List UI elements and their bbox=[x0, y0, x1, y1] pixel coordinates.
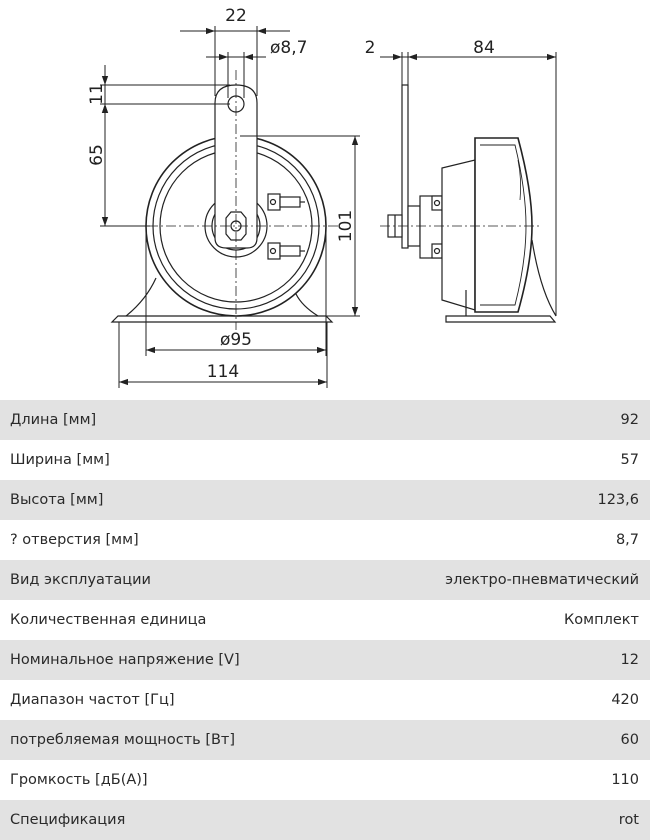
spec-value: rot bbox=[618, 812, 639, 828]
dim-22-label: 22 bbox=[225, 6, 247, 26]
spec-value: 420 bbox=[611, 692, 639, 708]
spec-value: 92 bbox=[620, 412, 639, 428]
spec-label: Ширина [мм] bbox=[10, 452, 110, 468]
front-view bbox=[110, 70, 340, 330]
spec-row-length: Длина [мм] 92 bbox=[0, 400, 650, 440]
side-dimensions bbox=[380, 52, 557, 316]
spec-label: потребляемая мощность [Вт] bbox=[10, 732, 236, 748]
spec-row-loudness: Громкость [дБ(A)] 110 bbox=[0, 760, 650, 800]
spec-row-hole: ? отверстия [мм] 8,7 bbox=[0, 520, 650, 560]
spec-row-height: Высота [мм] 123,6 bbox=[0, 480, 650, 520]
dim-84-label: 84 bbox=[473, 38, 495, 58]
technical-drawing: 22 ø8,7 2 84 11 65 101 ø95 114 bbox=[87, 6, 557, 388]
spec-label: Спецификация bbox=[10, 812, 126, 828]
dim-11-label: 11 bbox=[87, 83, 107, 105]
dim-65-label: 65 bbox=[87, 144, 107, 166]
dim-114-label: 114 bbox=[207, 362, 239, 382]
spec-table: Длина [мм] 92 Ширина [мм] 57 Высота [мм]… bbox=[0, 400, 650, 840]
spec-value: 12 bbox=[620, 652, 639, 668]
spec-row-frequency: Диапазон частот [Гц] 420 bbox=[0, 680, 650, 720]
spec-row-width: Ширина [мм] 57 bbox=[0, 440, 650, 480]
dim-hole-label: ø8,7 bbox=[270, 38, 307, 58]
terminal-bottom bbox=[267, 242, 305, 260]
spec-label: ? отверстия [мм] bbox=[10, 532, 139, 548]
spec-label: Вид эксплуатации bbox=[10, 572, 151, 588]
spec-label: Высота [мм] bbox=[10, 492, 104, 508]
spec-value: 60 bbox=[620, 732, 639, 748]
spec-label: Номинальное напряжение [V] bbox=[10, 652, 240, 668]
spec-row-unit: Количественная единица Комплект bbox=[0, 600, 650, 640]
dim-95-label: ø95 bbox=[220, 330, 252, 350]
spec-value: 110 bbox=[611, 772, 639, 788]
dim-101-label: 101 bbox=[336, 210, 356, 242]
spec-row-power: потребляемая мощность [Вт] 60 bbox=[0, 720, 650, 760]
spec-value: 57 bbox=[620, 452, 639, 468]
spec-row-operation: Вид эксплуатации электро-пневматический bbox=[0, 560, 650, 600]
spec-label: Количественная единица bbox=[10, 612, 207, 628]
front-dimensions bbox=[100, 26, 360, 388]
side-view bbox=[380, 84, 557, 323]
spec-label: Длина [мм] bbox=[10, 412, 97, 428]
spec-value: 123,6 bbox=[597, 492, 639, 508]
spec-value: электро-пневматический bbox=[445, 572, 639, 588]
terminal-top bbox=[267, 193, 305, 211]
spec-label: Диапазон частот [Гц] bbox=[10, 692, 175, 708]
dim-2-label: 2 bbox=[365, 38, 376, 58]
spec-label: Громкость [дБ(A)] bbox=[10, 772, 148, 788]
spec-value: 8,7 bbox=[615, 532, 639, 548]
spec-row-specification: Спецификация rot bbox=[0, 800, 650, 840]
spec-row-voltage: Номинальное напряжение [V] 12 bbox=[0, 640, 650, 680]
spec-value: Комплект bbox=[564, 612, 639, 628]
